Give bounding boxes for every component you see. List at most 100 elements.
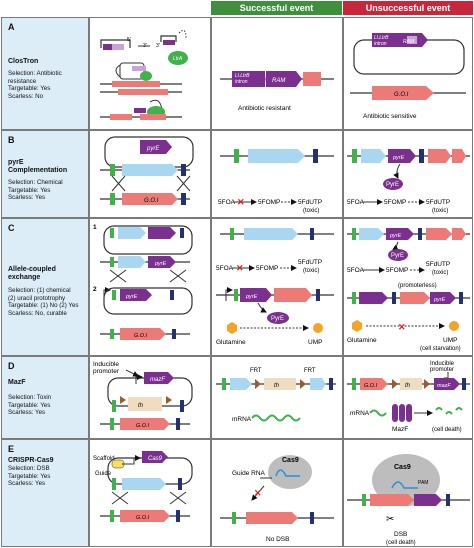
th-r-label-d-method: th xyxy=(138,403,144,409)
pyre-protein-label-b: PyrE xyxy=(386,182,399,188)
row-b-panel: B pyrE Complementation Selection: Chemic… xyxy=(1,130,89,218)
row-a-fail-cell xyxy=(343,17,473,130)
glutamine-icon-success xyxy=(227,322,237,334)
row-c-fail-cell xyxy=(343,218,473,356)
row-e-method-cell xyxy=(89,439,211,547)
row-c-title: Allele-coupled exchange xyxy=(8,266,56,281)
goi-label-e-method: G.O.I xyxy=(136,515,150,521)
antibiotic-resistant-label: Antibiotic resistant xyxy=(238,105,291,112)
row-b-success-diagram: 5FOA ✕ 5FOMP 5FdUTP (toxic) xyxy=(218,149,334,214)
goi-label-d-fail: G.O.I xyxy=(364,383,378,389)
option-1-label: 1 xyxy=(93,224,97,231)
pyre-label-b-method: pyrE xyxy=(146,146,160,152)
row-b-method-diagram: pyrE G.O.I xyxy=(100,136,194,205)
row-c-method-diagram: 1 pyrE 2 pyrE G.O.I xyxy=(93,224,193,340)
five-fomp-label-c-success: 5FOMP xyxy=(256,265,278,272)
scissors-icon: ✂ xyxy=(386,514,394,525)
row-d-fail-cell xyxy=(343,356,473,439)
five-fdutp-label-success: 5FdUTP xyxy=(298,199,322,206)
row-b-success-cell xyxy=(211,130,343,218)
mrna-label-success: mRNA xyxy=(232,416,252,423)
row-b-letter: B xyxy=(8,135,15,145)
guide-rna-label: Guide RNA xyxy=(232,470,266,477)
row-e-title: CRISPR-Cas9 xyxy=(8,457,54,464)
cell-starvation-label: (cell starvation) xyxy=(420,346,461,352)
five-prime-label: 5' xyxy=(127,37,131,43)
row-b-title: pyrE Complementation xyxy=(8,159,68,174)
row-d-success-cell xyxy=(211,356,343,439)
goi-label-b-method: G.O.I xyxy=(144,198,159,204)
blocked-x-icon-e: ✕ xyxy=(254,488,262,498)
five-foa-label-c-fail: 5FOA xyxy=(347,267,365,274)
pyre-label-b-fail: pyrE xyxy=(392,155,405,161)
row-e-success-cell xyxy=(211,439,343,547)
row-d-panel: D MazF Selection: Toxin Targetable: Yes … xyxy=(1,356,89,439)
toxic-label-c-success: (toxic) xyxy=(303,268,319,274)
pyre-label-c-method: pyrE xyxy=(154,261,167,267)
row-d-letter: D xyxy=(8,361,15,371)
row-a-method-cell xyxy=(89,17,211,130)
row-c-fail-diagram: pyrE PyrE 5FOA 5FOMP 5FdUTP (toxic) (pro… xyxy=(347,228,470,352)
frt-label-1: FRT xyxy=(250,368,262,374)
cas9-protein-icon-success xyxy=(268,455,312,489)
pyre-label-c-fail-2: pyrE xyxy=(433,297,446,303)
row-e-fail-cell xyxy=(343,439,473,547)
ram-label-success: RAM xyxy=(272,78,285,84)
antibiotic-sensitive-label: Antibiotic sensitive xyxy=(363,113,417,120)
blocked-x-icon-b: ✕ xyxy=(237,197,245,207)
cas9-protein-icon-fail xyxy=(372,454,440,506)
five-fomp-label-fail: 5FOMP xyxy=(384,199,406,206)
row-c-success-cell xyxy=(211,218,343,356)
ump-icon-fail xyxy=(449,321,459,331)
row-d-title: MazF xyxy=(8,379,26,386)
five-foa-label-success: 5FOA xyxy=(218,199,236,206)
row-a-method-diagram: 5' 3' 3' LtrA xyxy=(100,29,188,120)
row-c-success-diagram: 5FOA ✕ 5FOMP 5FdUTP (toxic) pyrE PyrE Gl… xyxy=(216,228,334,346)
frt-label-2: FRT xyxy=(304,368,316,374)
th-r-label-d-fail: th xyxy=(405,383,411,389)
five-fdutp-label-c-success: 5FdUTP xyxy=(298,259,322,266)
ump-label-fail: UMP xyxy=(443,337,457,344)
pyre-protein-icon-b xyxy=(383,178,403,190)
row-e-panel: E CRISPR-Cas9 Selection: DSB Targetable:… xyxy=(1,439,89,547)
glutamine-label-fail: Glutamine xyxy=(347,337,377,344)
row-e-method-diagram: Scaffold Guide Cas9 G.O.I xyxy=(93,451,193,522)
row-e-fail-diagram: Cas9 PAM ✂ DSB (cell death) xyxy=(347,454,470,546)
no-dsb-label: No DSB xyxy=(266,536,289,543)
pyre-label-c-success: pyrE xyxy=(245,294,258,300)
ram-label-fail: RAM xyxy=(403,39,415,45)
ump-icon-success xyxy=(313,323,323,333)
row-d-success-diagram: FRT FRT th mRNA xyxy=(216,368,336,423)
five-fdutp-label-c-fail: 5FdUTP xyxy=(426,261,450,268)
cell-death-label-d: (cell death) xyxy=(432,427,462,433)
pyre-protein-icon-c-fail xyxy=(388,249,408,261)
blocked-x-icon-c1: ✕ xyxy=(236,263,244,273)
row-c-panel: C Allele-coupled exchange Selection: (1)… xyxy=(1,218,89,356)
row-e-description: Selection: DSB Targetable: Yes Scarless:… xyxy=(8,465,51,488)
mrna-wave-success xyxy=(251,414,301,422)
row-b-description: Selection: Chemical Targetable: Yes Scar… xyxy=(8,179,63,202)
row-b-method-cell xyxy=(89,130,211,218)
mazf-protein-label: MazF xyxy=(392,426,408,433)
blocked-x-icon-c2: ✕ xyxy=(398,322,406,332)
pyre-protein-icon-c-success xyxy=(267,312,289,324)
row-a-panel: A ClosTron Selection: Antibiotic resista… xyxy=(1,17,89,130)
guide-label: Guide xyxy=(95,471,112,477)
row-c-method-cell xyxy=(89,218,211,356)
row-d-method-cell xyxy=(89,356,211,439)
pyre-label-c-method-2: pyrE xyxy=(125,294,138,300)
cas9-protein-label-success: Cas9 xyxy=(282,457,299,464)
dsb-label: DSB xyxy=(394,531,407,538)
promoterless-label: (promoterless) xyxy=(398,283,437,289)
goi-label-c-method: G.O.I xyxy=(134,333,148,339)
goi-label-d-method: G.O.I xyxy=(136,423,150,429)
header-unsuccessful-event: Unsuccessful event xyxy=(343,1,473,15)
